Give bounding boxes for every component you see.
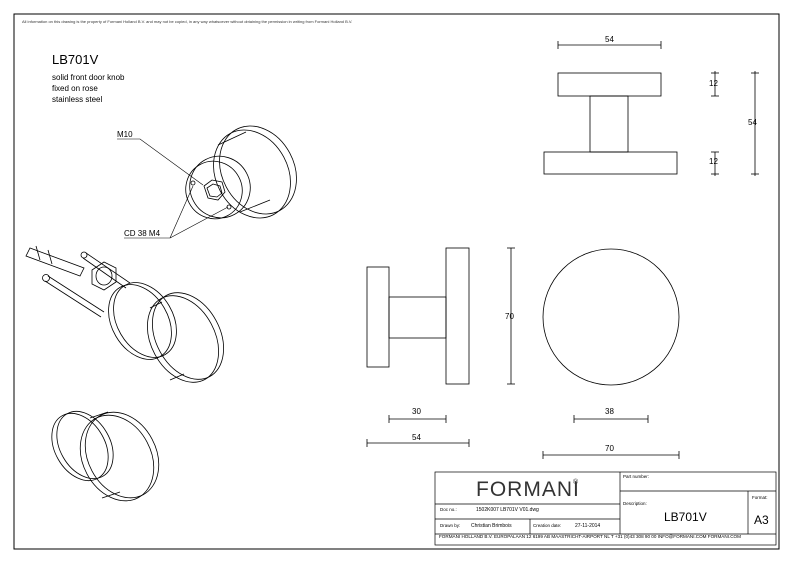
description-value: LB701V [664,510,707,524]
description-line: stainless steel [52,95,103,104]
dimension-label: 70 [505,312,514,321]
format-label: Format: [752,495,768,500]
doc-no-label: Doc no.: [440,507,457,512]
description-label: Description: [623,501,647,506]
registered-mark: ® [573,479,579,486]
part-number-label: Part number: [623,474,650,479]
format-value: A3 [754,513,769,527]
creation-date-label: Creation date: [533,523,562,528]
dimension-label: 54 [412,433,421,442]
copyright-disclaimer: All information on this drawing is the p… [22,19,353,24]
brand-logo: FORMANI [476,478,580,501]
dimension-label: 12 [709,157,718,166]
side-view [366,247,515,447]
description-line: fixed on rose [52,84,98,93]
doc-no-value: 1502K007 LB701V V01.dwg [476,507,539,513]
product-code: LB701V [52,52,99,67]
top-view [543,41,759,176]
iso-knob-bottom [51,411,160,502]
iso-knob-exploded [25,245,224,383]
dimension-label: 54 [748,118,757,127]
dimension-label: 12 [709,79,718,88]
drawn-by-label: Drawn by: [440,523,461,528]
dimension-label: 30 [412,407,421,416]
leader-cd [169,185,194,239]
creation-date-value: 27-11-2014 [575,523,601,529]
iso-knob-top [117,125,297,239]
front-view [542,248,680,459]
dimension-label: 38 [605,407,614,416]
sheet-border [13,13,780,550]
company-footer: FORMANI HOLLAND B.V. EUROPALAAN 12 6199 … [439,534,741,539]
dimension-label: 54 [605,35,614,44]
drawn-by-value: Christian Brimbois [471,523,512,529]
callout-fixing: CD 38 M4 [124,229,161,238]
leader-m10 [117,138,204,186]
description-line: solid front door knob [52,73,125,82]
callout-thread: M10 [117,130,133,139]
dimension-label: 70 [605,444,614,453]
title-block [434,471,777,546]
